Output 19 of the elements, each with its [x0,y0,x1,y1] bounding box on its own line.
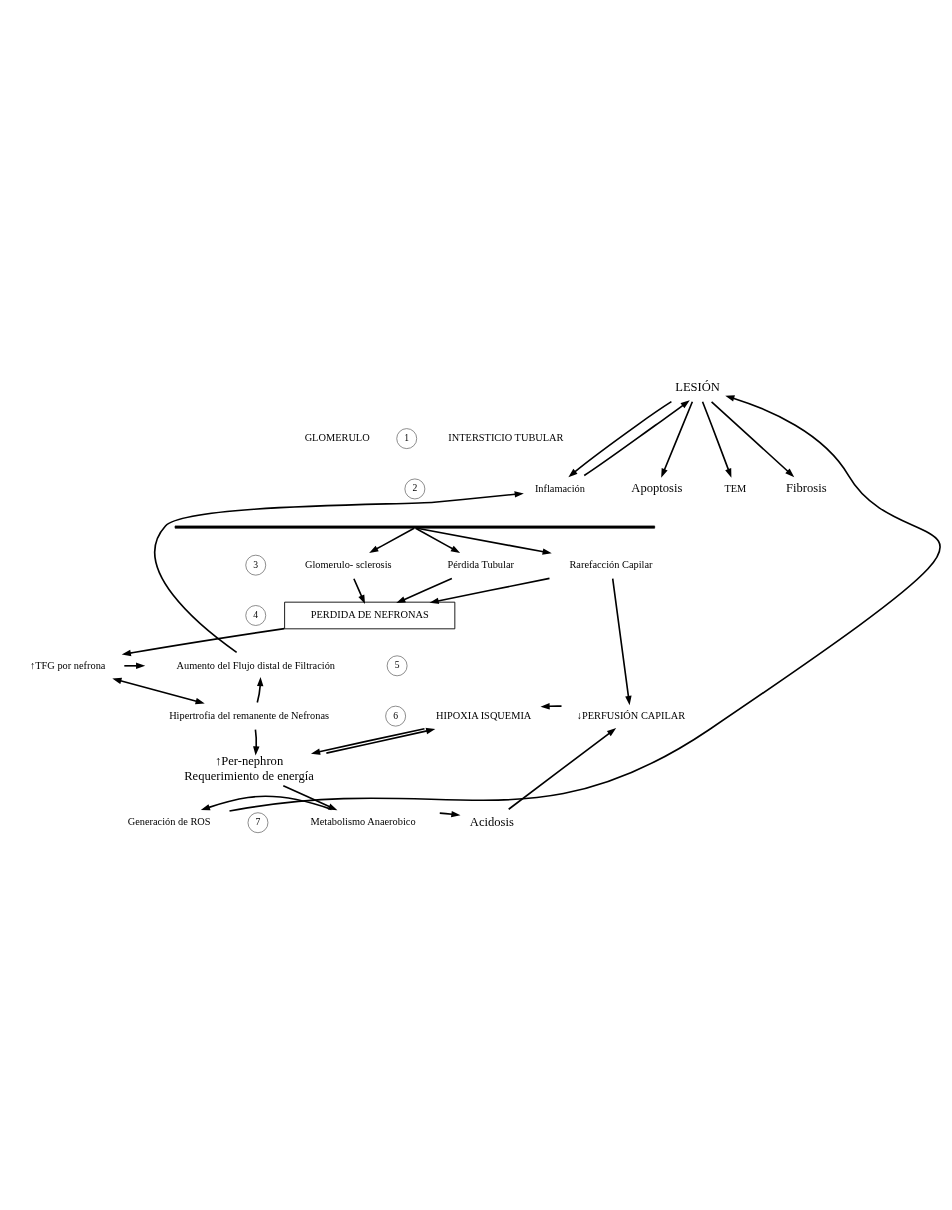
node-text: Metabolismo Anaerobico [310,815,416,827]
node-text: Generación de ROS [127,815,211,827]
node-text: ↓PERFUSIÓN CAPILAR [576,709,686,721]
node-text: GLOMERULO [304,431,370,443]
node-text: Acidosis [469,814,514,829]
node-text: TEM [724,482,747,494]
node-text: Hipertrofia del remanente de Nefronas [169,709,330,721]
node-text: Fibrosis [786,480,827,495]
node-text: LESIÓN [675,379,720,394]
node-text: INTERSTICIO TUBULAR [448,431,564,443]
node-text: Aumento del Flujo distal de Filtración [176,659,336,671]
node-text: Apoptosis [631,480,683,495]
node-text: Inflamación [534,482,585,494]
node-text: ↑TFG por nefrona [30,659,106,671]
node-text: Glomerulo- sclerosis [304,558,392,570]
node-text: Rarefacción Capilar [569,558,653,570]
node-text: ↑Per-nephron Requerimiento de energía [184,753,314,782]
node-text: HIPOXIA ISQUEMIA [436,709,532,721]
node-text: Pérdida Tubular [447,558,514,570]
